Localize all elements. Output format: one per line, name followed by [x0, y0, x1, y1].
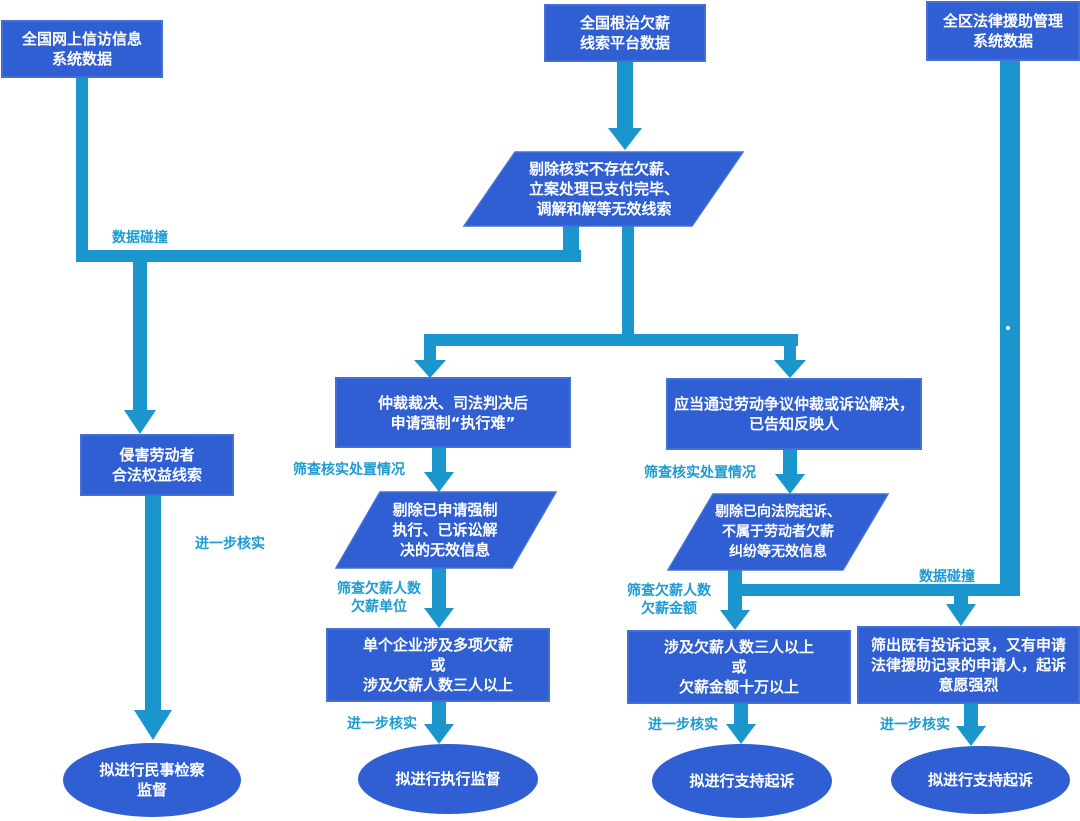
label-screen-unit: 筛查欠薪人数 欠薪单位 — [337, 581, 421, 615]
connector-dispute-down — [783, 448, 797, 476]
outcome-support-lawsuit-2-label: 拟进行支持起诉 — [927, 771, 1033, 789]
source-petition-label: 全国网上信访信息 系统数据 — [21, 30, 142, 68]
criteria-legal-aid-box: 筛出既有投诉记录，又有申请 法律援助记录的申请人，起诉 意愿强烈 — [857, 626, 1080, 704]
filter-top: 剔除核实不存在欠薪、 立案处理已支付完毕、 调解和解等无效线索 — [480, 152, 728, 226]
connector-split-bar — [424, 334, 798, 346]
outcome-civil-supervision-label: 拟进行民事检察 监督 — [99, 761, 205, 799]
source-petition-data: 全国网上信访信息 系统数据 — [1, 20, 163, 78]
label-further-verify-1: 进一步核实 — [195, 536, 265, 552]
connector-to-legal-aid-criteria — [954, 590, 968, 608]
arrow-to-filter-dispute — [775, 474, 805, 494]
label-screen-amount: 筛查欠薪人数 欠薪金额 — [627, 583, 711, 617]
infringement-leads: 侵害劳动者 合法权益线索 — [80, 434, 234, 496]
connector-execution-down — [432, 446, 446, 474]
connector-platform-down — [617, 62, 633, 130]
filter-dispute-label: 剔除已向法院起诉、 不属于劳动者欠薪 纠纷等无效信息 — [715, 504, 841, 560]
connector-petition-down — [76, 76, 88, 260]
arrow-to-criteria-dispute — [720, 610, 750, 630]
arrow-to-dispute — [774, 360, 806, 378]
criteria-execution-label: 单个企业涉及多项欠薪 或 涉及欠薪人数三人以上 — [362, 636, 513, 694]
arrow-to-support-lawsuit-2 — [956, 726, 986, 746]
marker-dot — [1006, 326, 1010, 330]
filter-top-label: 剔除核实不存在欠薪、 立案处理已支付完毕、 调解和解等无效线索 — [528, 160, 679, 218]
filter-execution-label: 剔除已申请强制 执行、已诉讼解 决的无效信息 — [392, 501, 498, 559]
label-further-verify-4: 进一步核实 — [880, 717, 950, 733]
connector-criteria-dispute-down — [734, 702, 748, 726]
connector-collision-to-infringement — [133, 256, 147, 414]
execution-difficulty-box: 仲裁裁决、司法判决后 申请强制“执行难” — [335, 377, 571, 448]
label-further-verify-2: 进一步核实 — [347, 716, 417, 732]
criteria-legal-aid-label: 筛出既有投诉记录，又有申请 法律援助记录的申请人，起诉 意愿强烈 — [870, 636, 1066, 694]
arrow-to-criteria-legal-aid — [946, 604, 976, 626]
arrow-to-filter-execution — [424, 472, 454, 492]
outcome-civil-supervision: 拟进行民事检察 监督 — [63, 743, 241, 817]
arrow-to-infringement — [124, 410, 156, 434]
arrow-to-execution-supervision — [424, 724, 454, 744]
connector-criteria-execution-down — [432, 700, 446, 726]
arrow-to-filter-top — [608, 128, 642, 150]
connector-split-left-down — [424, 334, 436, 364]
filter-execution: 剔除已申请强制 执行、已诉讼解 决的无效信息 — [356, 492, 534, 568]
connector-infringement-down — [145, 494, 161, 712]
connector-collision-bar-2 — [728, 584, 1020, 596]
infringement-label: 侵害劳动者 合法权益线索 — [111, 446, 202, 484]
connector-collision-bar — [76, 250, 581, 262]
label-data-collision-1: 数据碰撞 — [112, 230, 168, 246]
source-legal-aid-label: 全区法律援助管理 系统数据 — [942, 12, 1063, 50]
connector-filter-to-collision — [563, 224, 579, 254]
filter-dispute-shape — [666, 493, 890, 571]
dispute-box-label: 应当通过劳动争议仲裁或诉讼解决， 已告知反映人 — [673, 395, 914, 433]
connector-split-right-down — [784, 334, 796, 364]
criteria-dispute-label: 涉及欠薪人数三人以上 或 欠薪金额十万以上 — [663, 638, 814, 696]
source-wage-platform-data: 全国根治欠薪 线索平台数据 — [544, 4, 706, 62]
label-further-verify-3: 进一步核实 — [648, 717, 718, 733]
outcome-support-lawsuit-1-label: 拟进行支持起诉 — [689, 772, 795, 790]
criteria-dispute-box: 涉及欠薪人数三人以上 或 欠薪金额十万以上 — [627, 630, 851, 704]
execution-box-label: 仲裁裁决、司法判决后 申请强制“执行难” — [377, 393, 528, 432]
outcome-execution-supervision: 拟进行执行监督 — [358, 744, 538, 814]
arrow-to-execution — [414, 360, 446, 378]
filter-execution-shape — [334, 491, 558, 569]
connector-filter-execution-down — [432, 566, 446, 610]
outcome-support-lawsuit-1: 拟进行支持起诉 — [652, 744, 832, 818]
label-data-collision-2: 数据碰撞 — [919, 569, 975, 585]
source-wage-platform-label: 全国根治欠薪 线索平台数据 — [579, 14, 670, 52]
arrow-to-criteria-execution — [424, 608, 454, 628]
connector-criteria-legal-aid-down — [964, 702, 978, 728]
outcome-support-lawsuit-2: 拟进行支持起诉 — [891, 746, 1070, 814]
outcome-execution-supervision-label: 拟进行执行监督 — [395, 770, 501, 788]
filter-top-shape — [462, 151, 745, 227]
label-screen-verify-1: 筛查核实处置情况 — [293, 462, 405, 478]
arrow-to-support-lawsuit-1 — [726, 724, 756, 744]
connector-filter-down — [622, 222, 634, 342]
dispute-resolution-box: 应当通过劳动争议仲裁或诉讼解决， 已告知反映人 — [666, 378, 922, 450]
arrow-to-civil-supervision — [134, 710, 172, 740]
source-legal-aid-data: 全区法律援助管理 系统数据 — [926, 1, 1080, 61]
label-screen-verify-2: 筛查核实处置情况 — [644, 465, 756, 481]
filter-dispute: 剔除已向法院起诉、 不属于劳动者欠薪 纠纷等无效信息 — [690, 494, 866, 570]
criteria-execution-box: 单个企业涉及多项欠薪 或 涉及欠薪人数三人以上 — [326, 628, 550, 702]
